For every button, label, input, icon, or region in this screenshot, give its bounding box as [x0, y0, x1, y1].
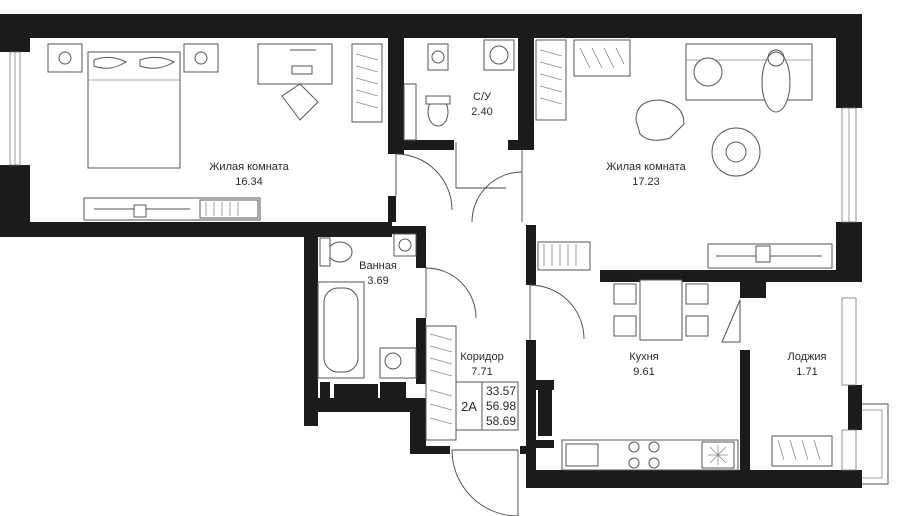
room-labels: Жилая комната 16.34 Жилая комната 17.23 … [209, 91, 826, 378]
doors [395, 142, 585, 516]
loggia-furniture [771, 435, 833, 467]
bedroom-area: 16.34 [235, 176, 263, 188]
kitchen-area: 9.61 [633, 366, 654, 378]
apartment-type: 2А [461, 399, 477, 414]
living-furniture [535, 39, 833, 271]
corridor-area: 7.71 [471, 366, 492, 378]
loggia-area: 1.71 [796, 366, 817, 378]
loggia-name: Лоджия [788, 351, 827, 363]
corridor-furniture [425, 325, 457, 441]
bathroom-furniture [317, 233, 417, 379]
bathroom-name: Ванная [359, 260, 397, 272]
bathroom-area: 3.69 [367, 275, 388, 287]
walls [0, 14, 862, 488]
kitchen-name: Кухня [629, 351, 658, 363]
wc-furniture [403, 39, 515, 141]
area-total: 56.98 [486, 399, 516, 413]
apartment-info-box: 2А 33.57 56.98 58.69 [455, 381, 519, 431]
wc-name: С/У [473, 91, 492, 103]
windows [9, 51, 889, 485]
living-name: Жилая комната [606, 161, 686, 173]
area-living: 33.57 [486, 384, 516, 398]
area-with-loggia: 58.69 [486, 414, 516, 428]
corridor-name: Коридор [460, 351, 503, 363]
bedroom-furniture [47, 43, 383, 221]
wc-area: 2.40 [471, 106, 492, 118]
bedroom-name: Жилая комната [209, 161, 289, 173]
kitchen-furniture [561, 279, 741, 471]
living-area: 17.23 [632, 176, 660, 188]
